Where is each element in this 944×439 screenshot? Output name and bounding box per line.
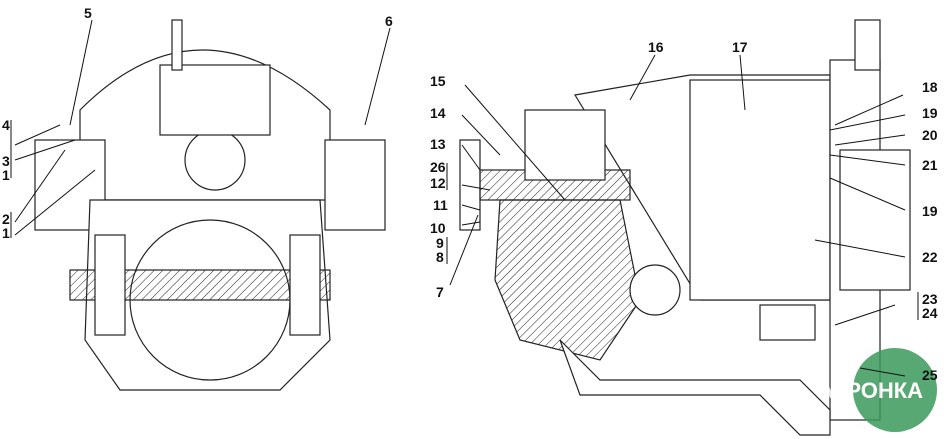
label-24: 24 bbox=[922, 305, 938, 321]
label-1-lower: 1 bbox=[2, 225, 10, 241]
label-20: 20 bbox=[922, 127, 938, 143]
watermark-logo: АГРОНКА bbox=[818, 348, 937, 432]
leader-lines bbox=[10, 19, 906, 377]
label-2: 2 bbox=[2, 211, 10, 227]
label-15: 15 bbox=[430, 73, 446, 89]
label-3: 3 bbox=[2, 153, 10, 169]
label-5: 5 bbox=[84, 5, 92, 21]
label-1-upper: 1 bbox=[2, 167, 10, 183]
label-17: 17 bbox=[732, 39, 748, 55]
label-13: 13 bbox=[430, 136, 446, 152]
left-assembly-drawing bbox=[34, 19, 386, 391]
label-22: 22 bbox=[922, 249, 938, 265]
label-21: 21 bbox=[922, 157, 938, 173]
label-25: 25 bbox=[922, 367, 938, 383]
label-4: 4 bbox=[2, 117, 10, 133]
label-14: 14 bbox=[430, 105, 446, 121]
label-16: 16 bbox=[648, 39, 664, 55]
watermark-circle bbox=[853, 348, 937, 432]
label-6: 6 bbox=[385, 13, 393, 29]
right-assembly-drawing bbox=[459, 19, 911, 436]
label-9: 9 bbox=[436, 235, 444, 251]
label-26: 26 bbox=[430, 159, 446, 175]
label-11: 11 bbox=[433, 197, 448, 213]
label-7: 7 bbox=[436, 284, 444, 300]
label-19-upper: 19 bbox=[922, 105, 938, 121]
label-23: 23 bbox=[922, 291, 938, 307]
label-19-lower: 19 bbox=[922, 203, 938, 219]
label-10: 10 bbox=[430, 220, 446, 236]
label-8: 8 bbox=[436, 249, 444, 265]
label-18: 18 bbox=[922, 79, 938, 95]
label-12: 12 bbox=[430, 175, 446, 191]
watermark-text: АГРОНКА bbox=[818, 378, 923, 403]
